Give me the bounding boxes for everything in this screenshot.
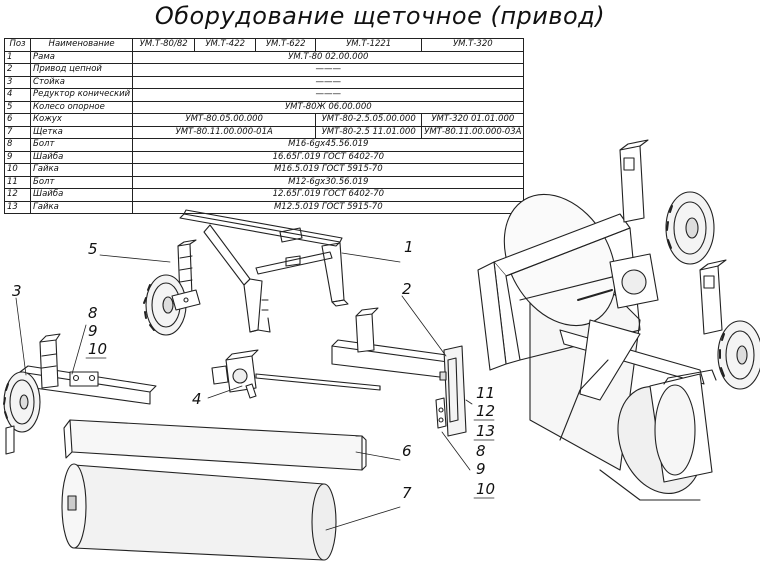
callout-5: 5 — [88, 240, 98, 258]
stand-part — [3, 333, 157, 455]
leader-lines — [15, 252, 473, 531]
frame-part — [179, 209, 349, 333]
callout-underlines — [85, 357, 495, 499]
callout-8-right: 8 — [476, 442, 486, 460]
callouts: 5 1 2 3 8 9 10 4 6 7 11 12 13 8 9 10 — [12, 238, 495, 502]
callout-9-right: 9 — [476, 460, 486, 478]
assembled-view — [477, 139, 760, 501]
drawing-title: Оборудование щеточное (привод) — [154, 2, 606, 30]
callout-7: 7 — [402, 484, 412, 502]
callout-12: 12 — [476, 402, 495, 420]
callout-6: 6 — [402, 442, 412, 460]
callout-2: 2 — [402, 280, 412, 298]
callout-11: 11 — [476, 384, 495, 402]
callout-10-right: 10 — [476, 480, 495, 498]
brush-part — [61, 463, 337, 561]
callout-10-left: 10 — [88, 340, 107, 358]
callout-4: 4 — [192, 390, 202, 408]
callout-8-left: 8 — [88, 304, 98, 322]
brush-cover-part — [63, 419, 367, 471]
part-name-cell: Гайка — [29, 200, 134, 214]
callout-9-left: 9 — [88, 322, 98, 340]
chain-drive-part — [331, 307, 467, 437]
position-cell: 13 — [4, 200, 31, 214]
support-wheel-part — [143, 239, 201, 336]
callout-13: 13 — [476, 422, 495, 440]
callout-3: 3 — [12, 282, 22, 300]
bevel-gearbox-part — [211, 349, 381, 399]
callout-1: 1 — [404, 238, 414, 256]
